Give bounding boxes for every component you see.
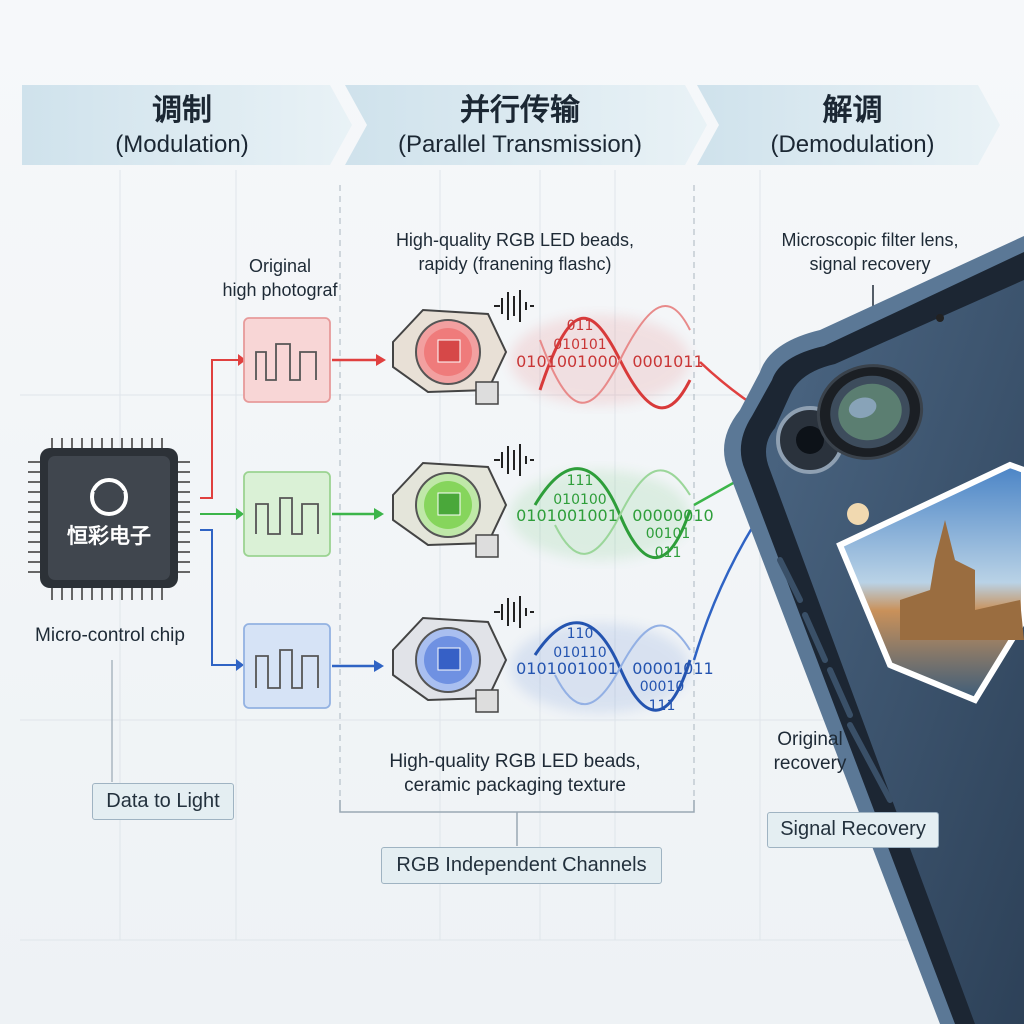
bits-blue-bottom: 00010 111 <box>639 679 685 714</box>
filter-lens <box>816 364 924 460</box>
data-to-light-tag: Data to Light <box>92 783 234 820</box>
stage-subtitle-modulation: (Modulation) <box>115 131 249 158</box>
recovery-label: Original recovery <box>773 729 847 774</box>
rgb-channels-tag: RGB Independent Channels <box>381 847 662 884</box>
signal-recovery-tag: Signal Recovery <box>767 812 939 848</box>
bits-red-top: 011 010101 <box>553 318 607 353</box>
bits-red-right: 0001011 <box>632 352 704 371</box>
bits-blue-left: 0101001001 <box>516 659 618 678</box>
microcontroller-chip <box>28 438 190 600</box>
wave-signals <box>510 305 692 713</box>
chip-brand: 恒彩电子 <box>67 525 151 548</box>
bits-blue-right: 00001011 <box>632 659 714 678</box>
led-top-label: High-quality RGB LED beads, rapidy (fran… <box>395 230 635 274</box>
bits-green-top: 111 010100 <box>553 473 607 508</box>
stage-banners <box>22 85 1000 165</box>
stage-subtitle-demodulation: (Demodulation) <box>770 131 935 158</box>
bits-green-bottom: 00101 011 <box>645 526 691 561</box>
stage-title-demodulation: 解调 <box>822 94 883 127</box>
smartphone <box>724 236 1024 1024</box>
led-beads <box>392 308 508 713</box>
led-bottom-label: High-quality RGB LED beads, ceramic pack… <box>389 751 641 796</box>
bits-green-right: 00000010 <box>632 506 714 525</box>
stage-title-modulation: 调制 <box>152 94 212 127</box>
bits-blue-top: 110 010110 <box>553 626 607 661</box>
lens-label: Microscopic filter lens, signal recovery <box>781 230 959 274</box>
bits-red-left: 0101001000 <box>516 352 618 371</box>
stage-subtitle-parallel: (Parallel Transmission) <box>397 131 643 158</box>
pulse-signal-boxes <box>243 317 331 709</box>
bits-green-left: 0101001001 <box>516 506 618 525</box>
flash-pulse-icons <box>494 290 534 628</box>
signal-label: Original high photograf <box>222 256 338 300</box>
stage-title-parallel: 并行传输 <box>460 94 580 127</box>
chip-label: Micro-control chip <box>35 625 185 646</box>
